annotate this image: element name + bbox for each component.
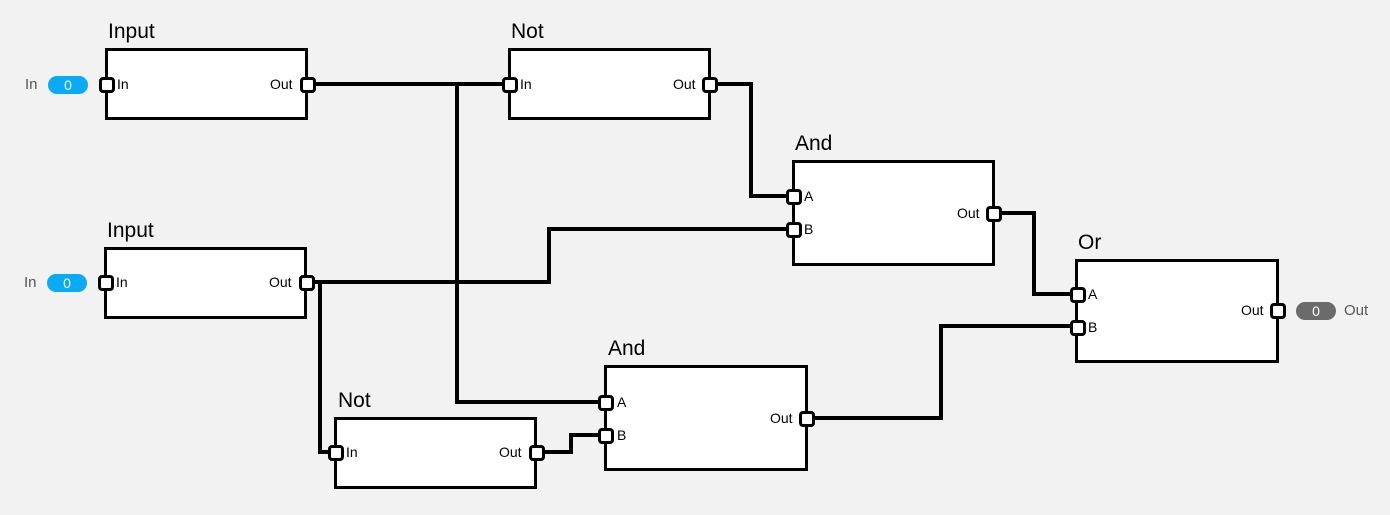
port-label-out: Out	[770, 410, 793, 426]
port-label-a: A	[804, 188, 814, 204]
input-2-label: In	[24, 274, 37, 291]
port-label-in: In	[520, 76, 532, 92]
output-port-out[interactable]	[702, 77, 718, 93]
output-value-badge: 0	[1296, 302, 1336, 320]
port-label-out: Out	[673, 76, 696, 92]
output-label: Out	[1344, 302, 1369, 319]
input-port-in[interactable]	[502, 77, 518, 93]
wire-not1-to-and1-a[interactable]	[709, 82, 793, 198]
node-title: Input	[107, 219, 154, 242]
port-label-b: B	[617, 427, 627, 443]
node-title: And	[608, 337, 646, 360]
port-label-out: Out	[499, 444, 522, 460]
output-port-out[interactable]	[529, 445, 545, 461]
port-label-a: A	[1088, 286, 1098, 302]
input-port-b[interactable]	[786, 222, 802, 238]
input-port-a[interactable]	[786, 189, 802, 205]
port-label-b: B	[804, 221, 814, 237]
node-body[interactable]	[604, 365, 808, 471]
port-label-in: In	[116, 274, 128, 290]
node-body[interactable]	[792, 160, 995, 266]
port-label-in: In	[346, 444, 358, 460]
wire-and2-to-or-b[interactable]	[806, 324, 1077, 420]
wire-and1-to-or-a[interactable]	[993, 211, 1077, 296]
node-body[interactable]	[508, 48, 711, 120]
node-body[interactable]	[334, 417, 537, 489]
output-port-out[interactable]	[986, 206, 1002, 222]
input-port-a[interactable]	[598, 395, 614, 411]
input-2-value-badge[interactable]: 0	[47, 274, 87, 292]
input-1-label: In	[25, 76, 38, 93]
wire-input1-to-and2-a[interactable]	[455, 84, 605, 404]
port-label-a: A	[617, 394, 627, 410]
output-port-out[interactable]	[300, 77, 316, 93]
input-port-in[interactable]	[328, 445, 344, 461]
input-port-b[interactable]	[598, 428, 614, 444]
node-title: Not	[338, 389, 371, 412]
port-label-out: Out	[957, 205, 980, 221]
output-port-out[interactable]	[1270, 303, 1286, 319]
port-label-out: Out	[270, 76, 293, 92]
input-port-in[interactable]	[98, 275, 114, 291]
node-title: Not	[511, 20, 544, 43]
port-label-b: B	[1088, 319, 1098, 335]
input-1-value-badge[interactable]: 0	[48, 76, 88, 94]
wire-not2-to-and2-b[interactable]	[536, 433, 605, 454]
output-port-out[interactable]	[799, 411, 815, 427]
node-body[interactable]	[1075, 259, 1279, 363]
node-body[interactable]	[104, 247, 307, 319]
input-port-b[interactable]	[1070, 320, 1086, 336]
node-title: Or	[1078, 231, 1102, 254]
port-label-out: Out	[269, 274, 292, 290]
node-title: And	[795, 132, 833, 155]
input-port-in[interactable]	[99, 77, 115, 93]
output-port-out[interactable]	[299, 275, 315, 291]
wire-input2-to-not2[interactable]	[306, 280, 336, 454]
port-label-in: In	[117, 76, 129, 92]
input-port-a[interactable]	[1070, 287, 1086, 303]
port-label-out: Out	[1241, 302, 1264, 318]
wire-input2-to-and1-b[interactable]	[306, 227, 793, 284]
node-title: Input	[108, 20, 155, 43]
